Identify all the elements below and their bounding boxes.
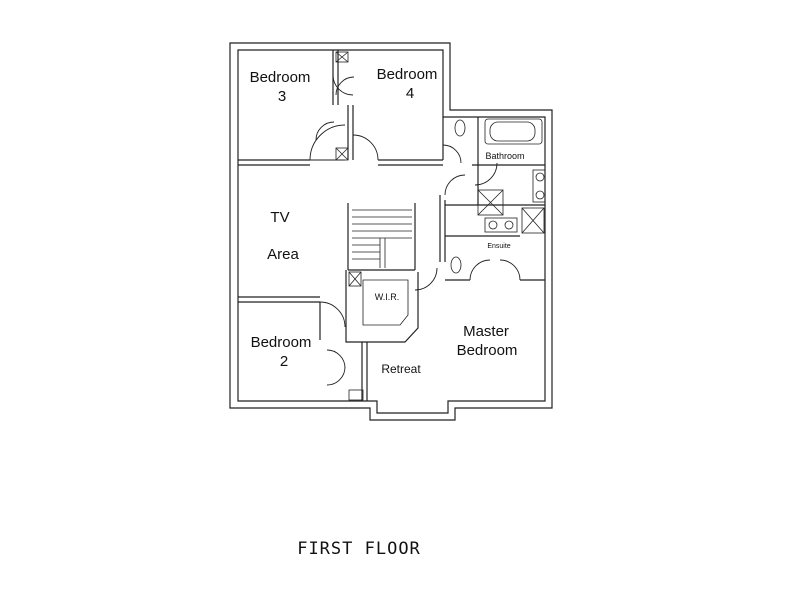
doors [309, 74, 521, 386]
label-bedroom-2-line2: 2 [280, 353, 288, 370]
plan-caption: FIRST FLOOR [297, 539, 421, 559]
label-ensuite: Ensuite [487, 243, 510, 250]
label-bathroom: Bathroom [485, 151, 524, 161]
label-tv-area-line1: TV [270, 209, 289, 226]
interior-walls [238, 50, 545, 401]
label-bedroom-4-line2: 4 [406, 85, 414, 102]
staircase [352, 209, 412, 268]
label-master-bedroom-line1: Master [463, 323, 509, 340]
label-bedroom-3-line2: 3 [278, 88, 286, 105]
label-wir: W.I.R. [375, 292, 400, 302]
label-tv-area-line2: Area [267, 246, 299, 263]
exterior-walls [229, 42, 553, 421]
label-bedroom-3-line1: Bedroom [250, 69, 311, 86]
label-bedroom-4-line1: Bedroom [377, 66, 438, 83]
label-master-bedroom-line2: Bedroom [457, 342, 518, 359]
fixtures [335, 51, 546, 401]
label-bedroom-2-line1: Bedroom [251, 334, 312, 351]
room-labels: Bedroom 3 Bedroom 4 Bathroom TV Area Ens… [250, 66, 525, 376]
label-retreat: Retreat [381, 362, 421, 376]
